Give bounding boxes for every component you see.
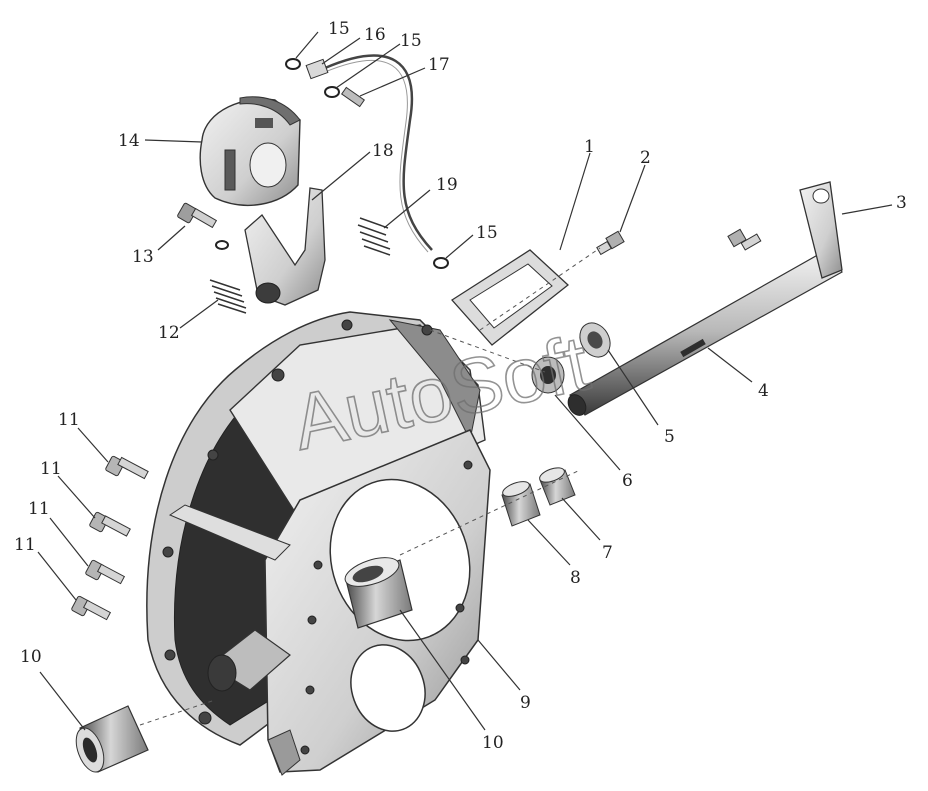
cam-block [199, 96, 301, 206]
bolt-11-c [85, 559, 126, 585]
callout-11-b: 11 [40, 459, 62, 479]
callout-11-c: 11 [28, 499, 50, 519]
callout-11-a: 11 [58, 410, 80, 430]
callout-11-d: 11 [14, 535, 36, 555]
bolt-11-a [105, 455, 149, 480]
callout-6: 6 [622, 471, 633, 491]
screw-2 [596, 230, 625, 256]
spring-19 [357, 217, 391, 256]
callout-16: 16 [364, 25, 386, 45]
bushing-lower [75, 705, 149, 773]
bolt-11-b [89, 511, 131, 537]
bolts-11 [71, 455, 149, 621]
callout-12: 12 [158, 323, 180, 343]
callout-8: 8 [570, 568, 581, 588]
shaft-bushing-6 [531, 356, 565, 394]
callout-17: 17 [428, 55, 450, 75]
assembly-axis-lines [139, 247, 601, 726]
callout-3: 3 [896, 193, 907, 213]
callout-10-inner: 10 [482, 733, 504, 753]
callout-10-lower: 10 [20, 647, 42, 667]
bushing-7 [539, 467, 576, 506]
leader-lines [37, 31, 893, 731]
callout-19: 19 [436, 175, 458, 195]
bushing-inner [344, 557, 413, 629]
callout-13: 13 [132, 247, 154, 267]
shaft-seal-5 [579, 322, 611, 358]
bushing-8 [501, 481, 541, 527]
bolt-13 [177, 202, 229, 250]
callout-18: 18 [372, 141, 394, 161]
bolt-11-d [71, 595, 112, 621]
callout-9: 9 [520, 693, 531, 713]
callout-5: 5 [664, 427, 675, 447]
housing-bolt-holes [162, 319, 473, 755]
release-fork [244, 187, 326, 306]
callout-15-c: 15 [476, 223, 498, 243]
callout-15-a: 15 [328, 19, 350, 39]
callout-2: 2 [640, 148, 651, 168]
callout-7: 7 [602, 543, 613, 563]
callout-1: 1 [584, 137, 595, 157]
callout-labels: 1 2 3 4 5 6 7 8 9 10 10 11 11 11 11 12 1… [14, 19, 907, 753]
spring-12 [209, 279, 247, 314]
callout-15-b: 15 [400, 31, 422, 51]
gasket [451, 249, 570, 346]
callout-14: 14 [118, 131, 140, 151]
release-shaft [567, 181, 843, 416]
callout-4: 4 [758, 381, 769, 401]
